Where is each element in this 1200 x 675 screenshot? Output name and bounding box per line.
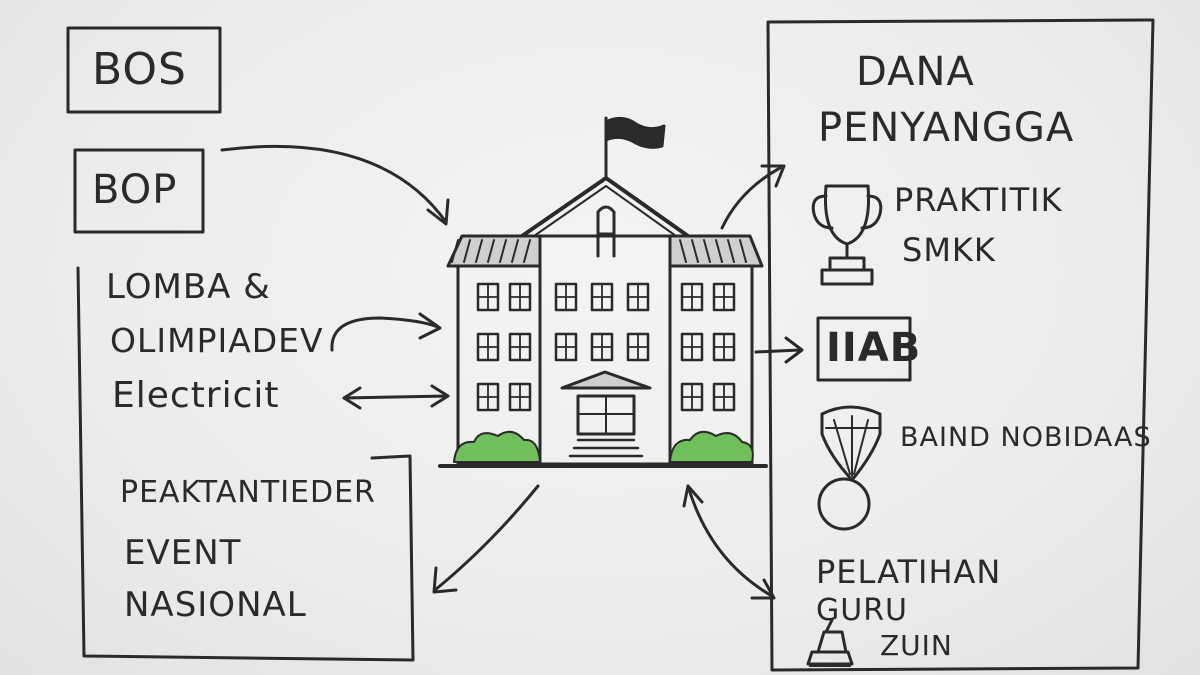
event-label-line1: PEAKTANTIEDER bbox=[120, 475, 376, 510]
arrow-school-to-iiab bbox=[754, 336, 804, 364]
baind-label: BAIND NOBIDAAS bbox=[900, 422, 1152, 453]
pelatihan-label-line1: PELATIHAN bbox=[816, 553, 1002, 591]
school-building-icon bbox=[438, 116, 768, 468]
electricit-label: Electricit bbox=[112, 375, 280, 416]
praktitik-label-line1: PRAKTITIK bbox=[894, 181, 1063, 219]
dana-label-line1: DANA bbox=[856, 49, 975, 95]
medal-icon bbox=[817, 405, 882, 531]
pelatihan-label-line3: ZUIN bbox=[880, 629, 953, 662]
flag-icon bbox=[604, 116, 666, 180]
iiab-box bbox=[816, 316, 912, 382]
event-label-line2: EVENT bbox=[124, 533, 242, 573]
pelatihan-label-line2: GURU bbox=[816, 593, 909, 628]
arrow-lomba-to-school bbox=[330, 312, 442, 352]
arrow-electricit-double bbox=[342, 384, 450, 410]
machine-icon bbox=[806, 618, 854, 667]
arrow-school-to-dana bbox=[720, 164, 786, 230]
arrow-school-to-event bbox=[432, 484, 540, 594]
lomba-label-line2: OLIMPIADEV bbox=[110, 321, 324, 360]
bop-box bbox=[73, 148, 205, 234]
dana-penyangga-frame bbox=[766, 18, 1155, 672]
bop-label: BOP bbox=[92, 167, 178, 213]
bos-label: BOS bbox=[92, 44, 187, 95]
iiab-label: IIAB bbox=[826, 325, 922, 371]
event-label-line3: NASIONAL bbox=[124, 585, 307, 625]
left-group-frame bbox=[76, 266, 415, 662]
arrow-bos-to-school bbox=[220, 144, 450, 226]
bos-box bbox=[66, 26, 222, 114]
arrow-school-pelatihan-double bbox=[682, 484, 776, 600]
trophy-icon bbox=[811, 184, 883, 286]
dana-label-line2: PENYANGGA bbox=[818, 105, 1075, 151]
praktitik-label-line2: SMKK bbox=[902, 231, 996, 269]
lomba-label-line1: LOMBA & bbox=[106, 267, 271, 307]
